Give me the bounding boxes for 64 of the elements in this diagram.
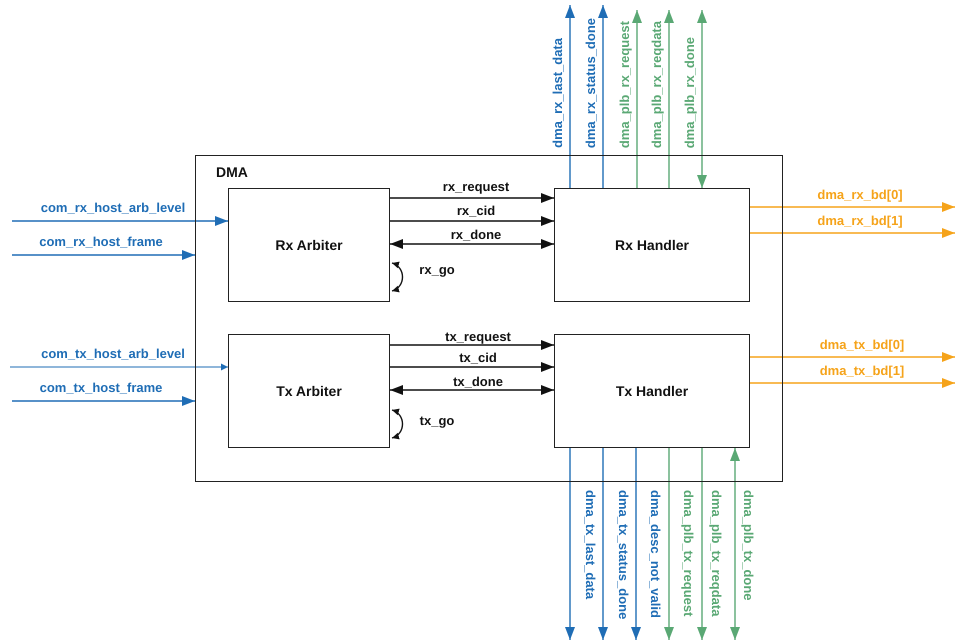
signal-arrow [390, 193, 554, 203]
signal-label: dma_plb_tx_request [681, 490, 695, 616]
signal-label: dma_tx_last_data [583, 490, 597, 600]
signal-arrow [697, 10, 707, 188]
signal-arrow [750, 202, 955, 212]
signal-label: tx_done [453, 375, 503, 389]
signal-label: dma_tx_bd[0] [820, 338, 904, 352]
signal-arrow [390, 385, 554, 395]
signal-label: tx_request [445, 330, 511, 344]
signal-arrow [390, 340, 554, 350]
signal-arrow [750, 228, 955, 238]
signal-label: com_rx_host_arb_level [40, 201, 186, 215]
signal-label: dma_rx_last_data [551, 38, 565, 148]
signal-arrow [565, 5, 575, 188]
signal-arrow [390, 239, 554, 249]
signal-label: dma_rx_bd[0] [817, 188, 903, 202]
signal-arrow [598, 5, 608, 188]
signal-label: rx_cid [456, 204, 496, 218]
signal-label: tx_cid [459, 351, 497, 365]
signal-label: dma_plb_rx_request [618, 20, 632, 148]
signal-arrow [598, 448, 608, 640]
signal-arrow [632, 10, 642, 188]
signal-arrow [631, 448, 641, 640]
signal-label: com_tx_host_arb_level [41, 347, 185, 361]
signal-label: com_rx_host_frame [39, 235, 163, 249]
signal-arrow [664, 448, 674, 640]
signal-label: dma_desc_not_valid [648, 490, 662, 618]
block-box [554, 188, 750, 302]
signal-label: dma_rx_bd[1] [817, 214, 903, 228]
signal-label: dma_plb_rx_done [683, 36, 697, 148]
signal-arrow [664, 10, 674, 188]
block-box [554, 334, 750, 448]
signal-label: dma_tx_bd[1] [820, 364, 904, 378]
signal-arrow [390, 362, 554, 372]
signal-arrow [697, 448, 707, 640]
block-label: Tx Handler [616, 383, 688, 399]
block-label: Tx Arbiter [276, 383, 342, 399]
block-box [228, 188, 390, 302]
signal-arrow [10, 364, 228, 370]
signal-arrow [12, 396, 195, 406]
signal-label: rx_request [442, 180, 510, 194]
module-box [195, 155, 783, 482]
signal-label: rx_done [450, 228, 502, 242]
signal-arrow [750, 378, 955, 388]
block-label: Rx Arbiter [275, 237, 343, 253]
signal-label: dma_tx_status_done [616, 490, 630, 620]
loop-arrow [392, 409, 404, 439]
signal-label: dma_rx_status_done [584, 18, 598, 148]
block-label: Rx Handler [615, 237, 689, 253]
signal-label: dma_plb_tx_done [741, 490, 755, 601]
module-title: DMA [216, 164, 248, 180]
loop-arrow [392, 262, 404, 292]
signal-arrow [730, 448, 740, 640]
block-box [228, 334, 390, 448]
signal-arrow [750, 352, 955, 362]
signal-arrow [390, 216, 554, 226]
signal-label: tx_go [420, 414, 454, 428]
signal-arrow [12, 250, 195, 260]
signal-label: dma_plb_tx_reqdata [709, 490, 723, 616]
signal-arrow [565, 448, 575, 640]
signal-label: com_tx_host_frame [40, 381, 162, 395]
signal-arrow [12, 216, 228, 226]
signal-label: rx_go [419, 263, 455, 277]
signal-label: dma_plb_rx_reqdata [650, 20, 664, 148]
